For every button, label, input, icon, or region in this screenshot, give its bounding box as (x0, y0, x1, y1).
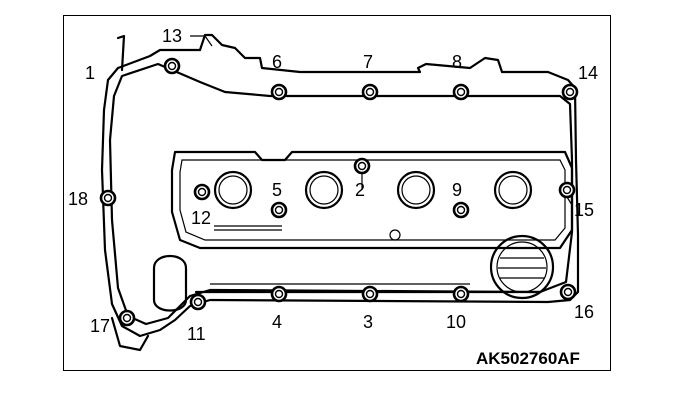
bolt-label-3: 3 (363, 312, 373, 332)
bolt-label-2: 2 (355, 180, 365, 200)
breather-tube (152, 254, 188, 312)
spark-plug-hole-2 (304, 170, 344, 210)
bolt-label-14: 14 (578, 63, 598, 83)
bolt-label-15: 15 (574, 200, 594, 220)
bolt-label-7: 7 (363, 52, 373, 72)
bolt-12 (193, 183, 211, 201)
bolt-label-13: 13 (162, 26, 182, 46)
bolt-9 (452, 201, 470, 219)
cover-outline (100, 33, 580, 338)
oil-filler-cap (489, 234, 555, 300)
bolt-7 (361, 83, 379, 101)
center-plate-edge (179, 159, 566, 241)
bolt-label-12: 12 (191, 208, 211, 228)
spark-plug-hole-4 (493, 170, 533, 210)
spark-plug-hole-3 (396, 170, 436, 210)
bolt-3 (361, 285, 379, 303)
bolt-1 (163, 57, 181, 75)
center-plate (170, 150, 574, 250)
bolt-label-9: 9 (452, 180, 462, 200)
leader-15 (566, 196, 573, 206)
bolt-label-17: 17 (90, 316, 110, 336)
bolt-5 (270, 201, 288, 219)
inner-detail (214, 225, 282, 231)
bolt-17 (118, 309, 136, 327)
bolt-label-6: 6 (272, 52, 282, 72)
leader-13 (190, 35, 213, 47)
diagram-frame (63, 15, 611, 371)
bolt-4 (270, 285, 288, 303)
bolt-label-8: 8 (452, 52, 462, 72)
bolt-label-11: 11 (187, 324, 206, 344)
bolt-14 (561, 83, 579, 101)
spark-plug-hole-1 (213, 170, 253, 210)
bolt-6 (270, 83, 288, 101)
bolt-label-16: 16 (574, 302, 594, 322)
bolt-11 (189, 293, 207, 311)
bolt-label-5: 5 (272, 180, 282, 200)
bolt-8 (452, 83, 470, 101)
bolt-18 (99, 189, 117, 207)
bolt-label-10: 10 (446, 312, 466, 332)
center-pin (389, 229, 401, 241)
bolt-label-18: 18 (68, 189, 88, 209)
bolt-15 (558, 181, 576, 199)
bolt-group (99, 57, 579, 327)
bolt-2 (353, 157, 371, 175)
bolt-10 (452, 285, 470, 303)
bolt-16 (559, 283, 577, 301)
bolt-label-1: 1 (85, 63, 95, 83)
bolt-label-4: 4 (272, 312, 282, 332)
lower-nozzle (110, 316, 150, 352)
top-bracket (116, 34, 126, 72)
figure-code: AK502760AF (476, 349, 580, 368)
